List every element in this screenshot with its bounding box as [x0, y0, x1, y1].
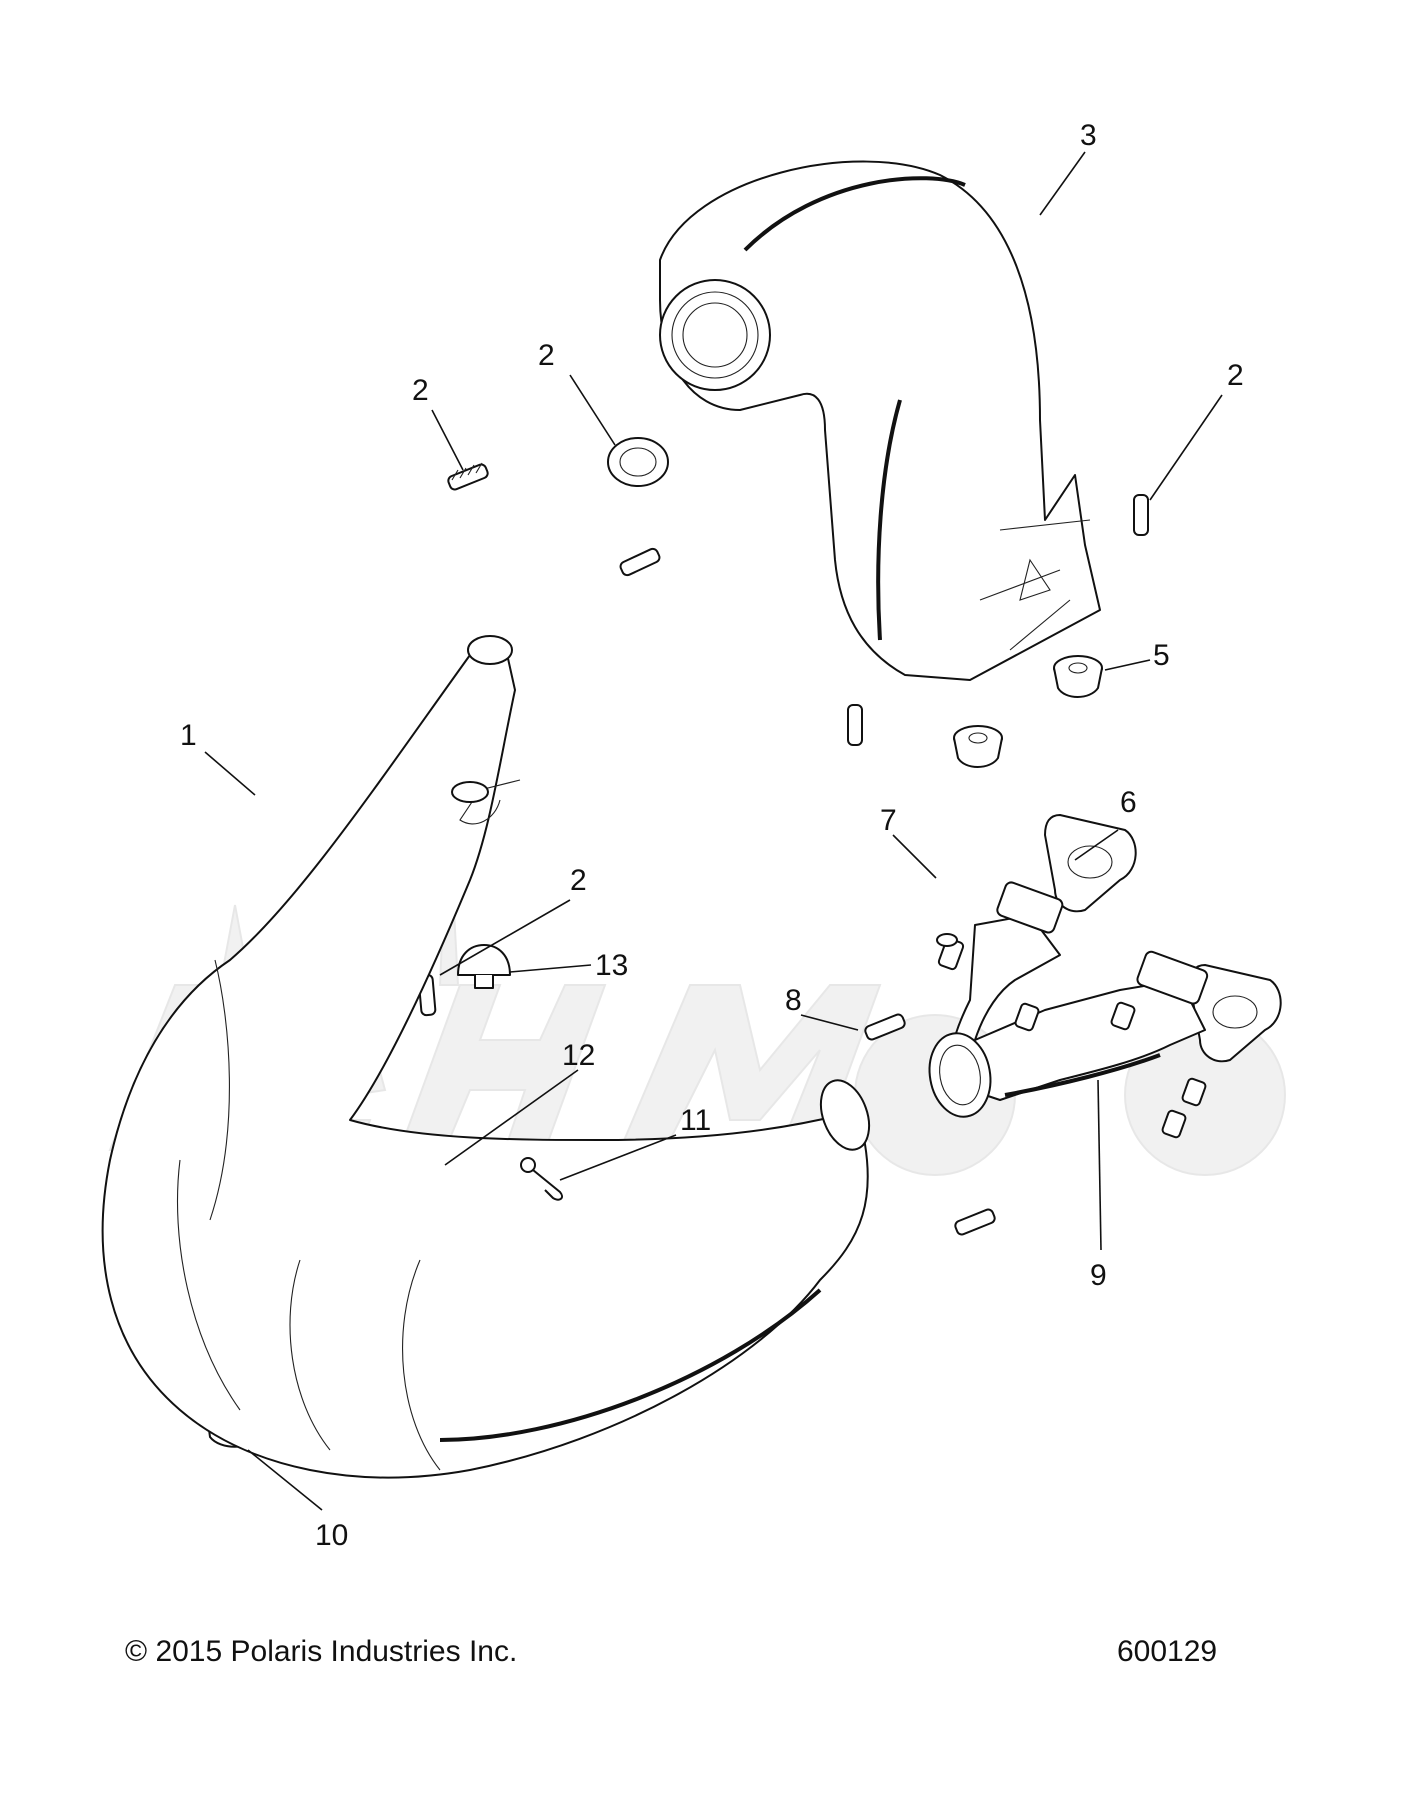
grommet-part-5	[953, 725, 1003, 768]
callout-12: 12	[562, 1039, 595, 1072]
callout-9: 9	[1090, 1259, 1107, 1292]
callout-7: 7	[880, 804, 897, 837]
cap-part-13	[457, 944, 511, 989]
spring-icon	[1133, 494, 1149, 536]
gasket-part-3	[607, 437, 669, 487]
leader-lines	[204, 151, 1223, 1511]
bolt-icon	[1110, 1001, 1136, 1031]
bolt-icon	[1161, 1109, 1187, 1139]
callout-5: 5	[1153, 639, 1170, 672]
callout-13: 13	[595, 949, 628, 982]
callout-10: 10	[315, 1519, 348, 1552]
expansion-chamber-part-1	[101, 635, 871, 1479]
callout-11: 11	[680, 1104, 711, 1137]
callout-3: 2	[538, 339, 555, 372]
callout-6: 6	[1120, 786, 1137, 819]
callout-2: 2	[412, 374, 429, 407]
bolt-icon	[1014, 1002, 1040, 1032]
callout-2: 2	[570, 864, 587, 897]
callout-4: 3	[1080, 119, 1097, 152]
copyright-text: © 2015 Polaris Industries Inc.	[125, 1635, 518, 1668]
bolt-icon	[936, 933, 965, 971]
head-pipe-part-4	[659, 160, 1101, 681]
callout-2: 2	[1227, 359, 1244, 392]
callout-1: 1	[180, 719, 197, 752]
y-manifold-part-9	[928, 881, 1209, 1118]
spring-icon	[619, 547, 661, 577]
spring-icon	[847, 704, 863, 746]
callout-labels: 3 2 2 2 5 1 2 13 12 11 7 6 8 9 10	[180, 119, 1244, 1552]
figure-number: 600129	[1117, 1635, 1218, 1668]
clip-part-11	[520, 1157, 563, 1201]
spring-icon	[954, 1208, 996, 1236]
flange-gasket-part-6	[1044, 814, 1282, 1063]
spring-icon	[447, 462, 489, 491]
callout-8: 8	[785, 984, 802, 1017]
grommet-part-5	[1053, 655, 1103, 698]
bolt-icon	[1181, 1077, 1207, 1107]
spring-icon	[864, 1013, 906, 1041]
bolts-part-7	[936, 933, 1207, 1139]
